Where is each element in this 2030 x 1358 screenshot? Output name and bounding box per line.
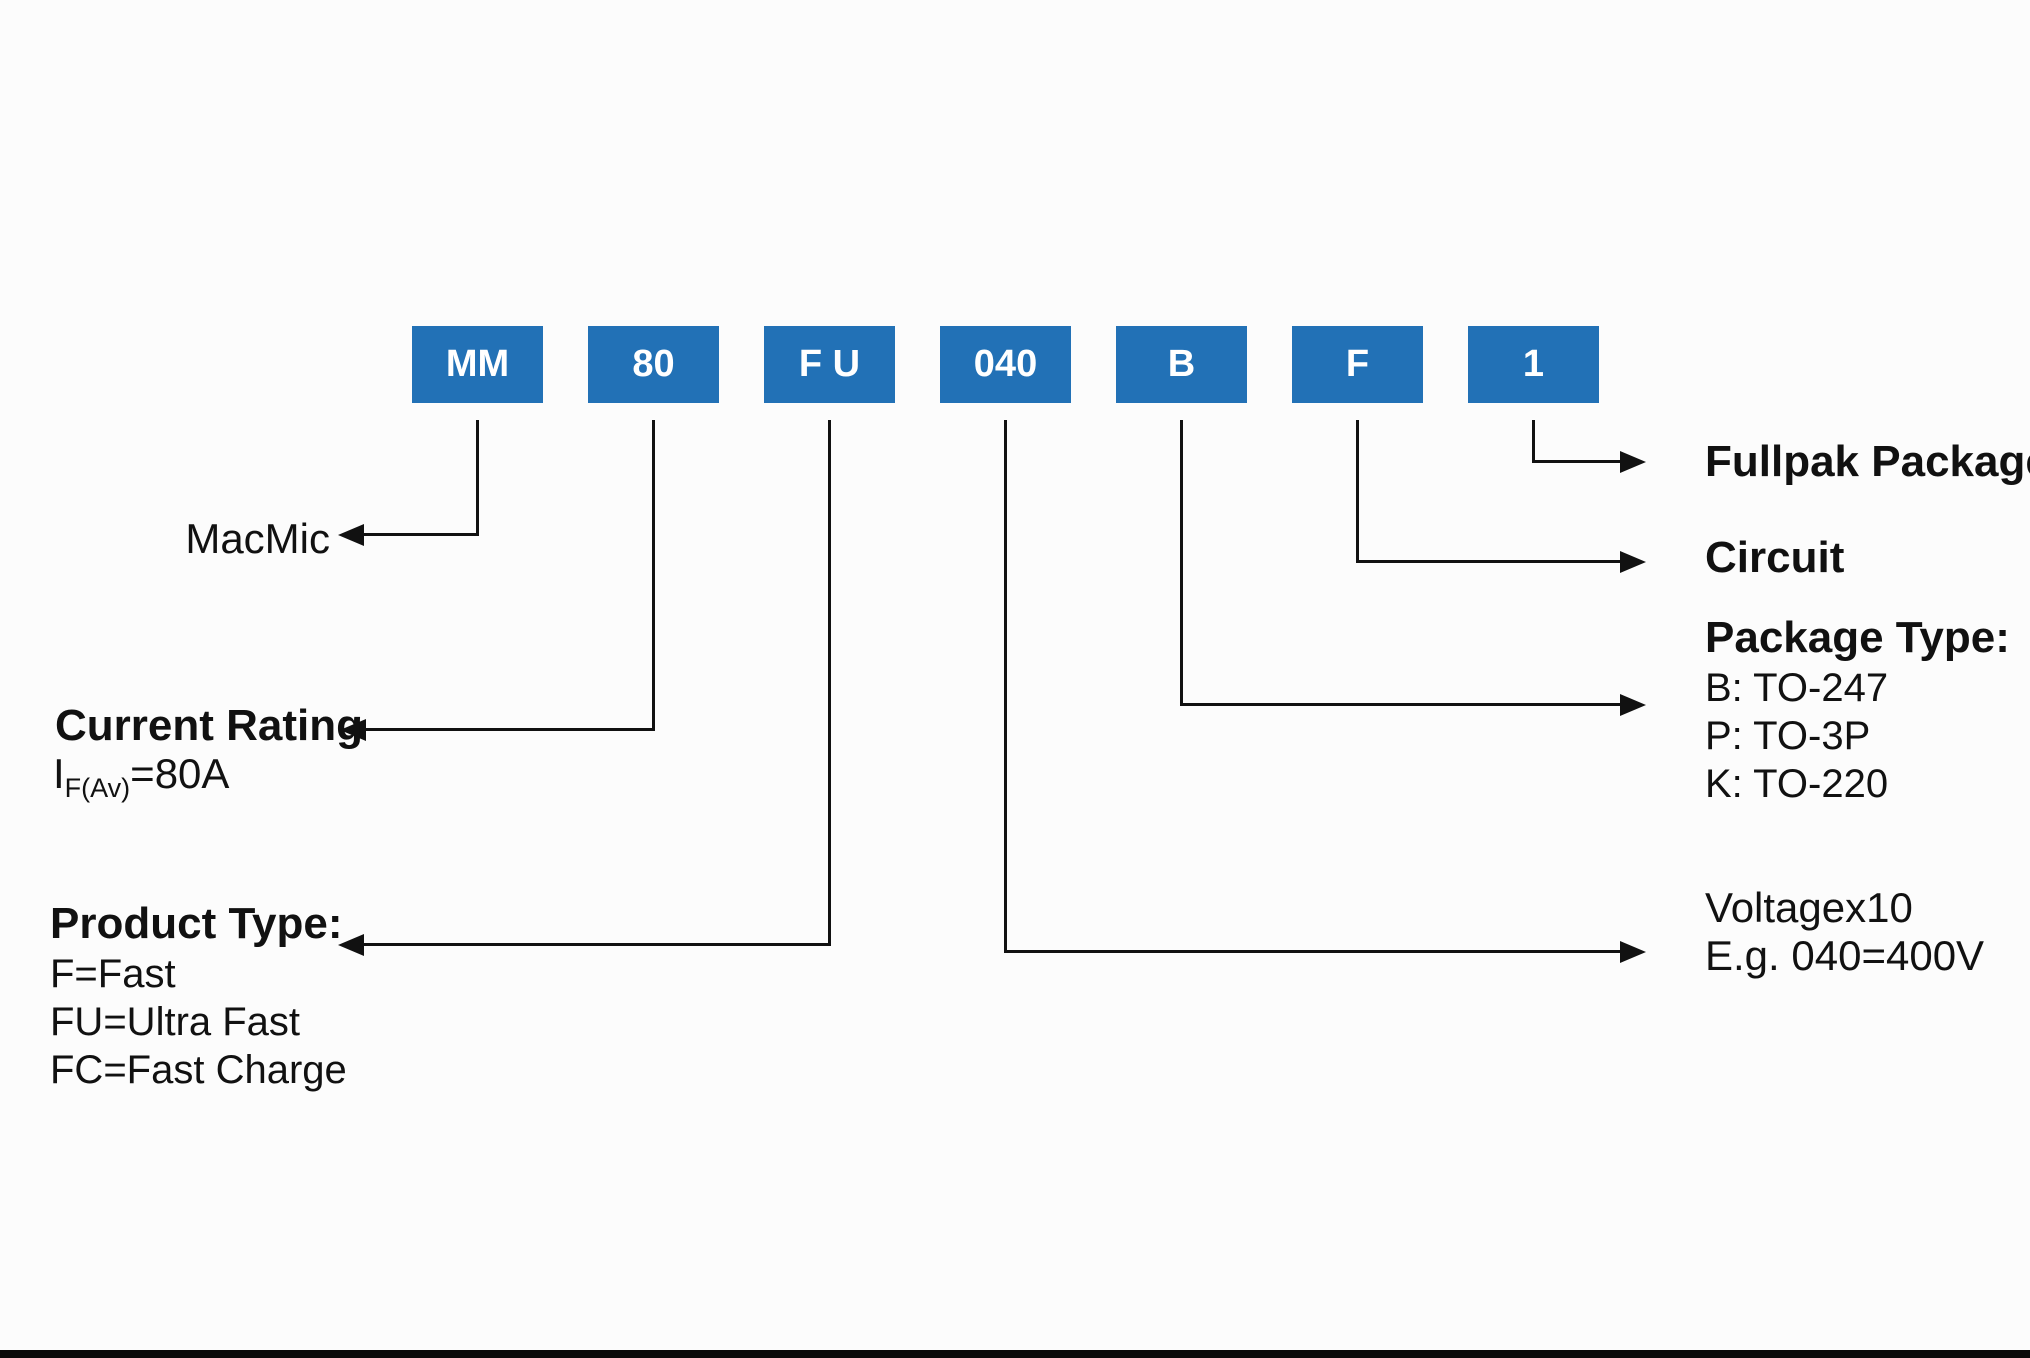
- current-rating-title: Current Rating: [55, 701, 363, 750]
- bottom-border-rule: [0, 1350, 2030, 1358]
- connector-line-to-macmic: [360, 533, 479, 536]
- current-symbol: I: [53, 750, 65, 797]
- connector-line-fullpak: [1532, 420, 1535, 463]
- arrow-right-fullpak-icon: [1620, 451, 1646, 473]
- package-type-block: Package Type: B: TO-247 P: TO-3P K: TO-2…: [1705, 612, 2010, 808]
- manufacturer-label: MacMic: [185, 515, 330, 562]
- product-type-option: FU=Ultra Fast: [50, 1000, 301, 1044]
- voltage-label: Voltagex10: [1705, 884, 1913, 931]
- arrow-right-voltage-icon: [1620, 941, 1646, 963]
- voltage-example: E.g. 040=400V: [1705, 932, 1985, 979]
- product-type-title: Product Type:: [50, 899, 343, 948]
- connector-line-circuit: [1356, 420, 1359, 563]
- connector-line-to-voltage: [1004, 950, 1622, 953]
- package-type-option: P: TO-3P: [1705, 714, 1871, 758]
- connector-line-to-fullpak: [1532, 460, 1622, 463]
- connector-line-manufacturer: [476, 420, 479, 536]
- arrow-left-current-rating-icon: [340, 719, 366, 741]
- arrow-left-macmic-icon: [338, 524, 364, 546]
- product-type-block: Product Type: F=Fast FU=Ultra Fast FC=Fa…: [50, 898, 347, 1094]
- connector-line-to-product-type: [360, 943, 831, 946]
- product-type-option: FC=Fast Charge: [50, 1048, 347, 1092]
- part-segment-product-type: F U: [764, 326, 895, 403]
- package-type-option: K: TO-220: [1705, 762, 1889, 806]
- circuit-label: Circuit: [1705, 533, 1845, 582]
- connector-line-to-current-rating: [362, 728, 655, 731]
- part-segment-manufacturer: MM: [412, 326, 543, 403]
- connector-line-to-package-type: [1180, 703, 1622, 706]
- package-type-title: Package Type:: [1705, 613, 2010, 662]
- product-type-option: F=Fast: [50, 952, 176, 996]
- current-symbol-subscript: F(Av): [64, 773, 131, 803]
- voltage-block: Voltagex10 E.g. 040=400V: [1705, 884, 1984, 980]
- arrow-right-circuit-icon: [1620, 551, 1646, 573]
- connector-line-to-circuit: [1356, 560, 1622, 563]
- part-segment-current: 80: [588, 326, 719, 403]
- connector-line-product-type: [828, 420, 831, 946]
- current-value: =80A: [130, 750, 230, 797]
- connector-line-current: [652, 420, 655, 731]
- arrow-right-package-type-icon: [1620, 694, 1646, 716]
- part-segment-package-type: B: [1116, 326, 1247, 403]
- connector-line-package-type: [1180, 420, 1183, 706]
- arrow-left-product-type-icon: [338, 934, 364, 956]
- package-type-option: B: TO-247: [1705, 666, 1889, 710]
- part-segment-circuit: F: [1292, 326, 1423, 403]
- part-segment-voltage: 040: [940, 326, 1071, 403]
- fullpak-package-label: Fullpak Package: [1705, 437, 2030, 486]
- current-rating-formula: IF(Av)=80A: [53, 750, 229, 804]
- part-segment-fullpak: 1: [1468, 326, 1599, 403]
- connector-line-voltage: [1004, 420, 1007, 953]
